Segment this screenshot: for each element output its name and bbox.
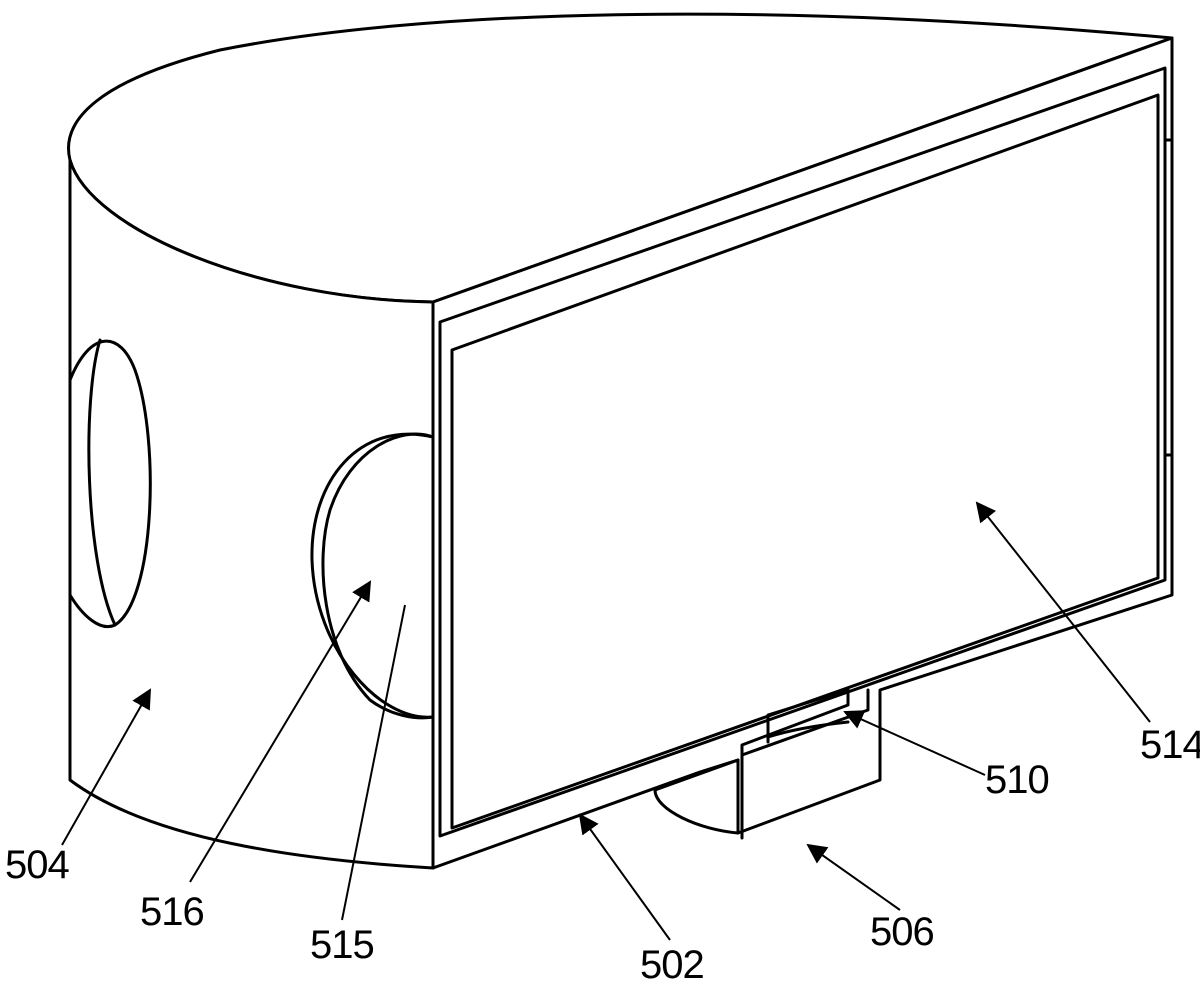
leader-502 — [578, 813, 671, 941]
leader-515 — [341, 604, 406, 921]
label-504: 504 — [5, 843, 69, 887]
leader-504 — [61, 688, 151, 846]
leader-lines — [61, 501, 1151, 941]
leader-516 — [189, 580, 372, 883]
side-port-opening — [68, 338, 152, 628]
label-510: 510 — [985, 758, 1049, 802]
label-514: 514 — [1140, 723, 1200, 767]
label-516: 516 — [140, 890, 204, 934]
lower-slot — [653, 688, 870, 840]
cut-face — [431, 36, 1174, 870]
curved-housing-body — [67, 12, 1174, 870]
label-502: 502 — [640, 943, 704, 986]
label-506: 506 — [870, 910, 934, 954]
leader-514 — [975, 501, 1151, 723]
dome-feature — [310, 432, 435, 720]
label-515: 515 — [310, 923, 374, 967]
leader-510 — [843, 710, 986, 776]
reference-numerals: 504 516 515 502 506 510 514 — [5, 723, 1200, 987]
leader-506 — [806, 843, 901, 911]
